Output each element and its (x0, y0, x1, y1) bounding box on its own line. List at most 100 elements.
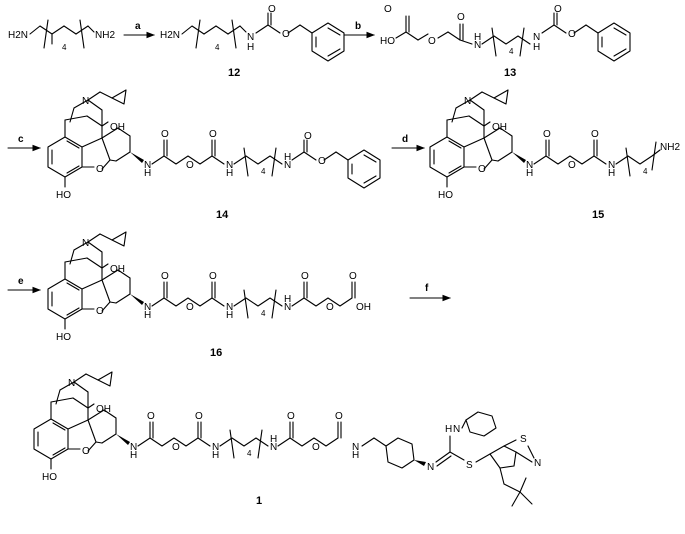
compound-15-structure: N OH O HO N H O O O N H 4 NH2 (429, 89, 680, 201)
atom-label: O (161, 129, 169, 140)
atom-label: N (270, 442, 277, 453)
atom-label: N (247, 32, 254, 43)
atom-label: O (268, 4, 276, 15)
step-b-label: b (355, 21, 361, 32)
atom-label: O (172, 442, 180, 453)
atom-label: O (301, 271, 309, 282)
atom-label: H (608, 168, 615, 179)
atom-label: O (304, 131, 312, 142)
atom-label: H (144, 310, 151, 321)
atom-label: HO (438, 190, 453, 201)
atom-label: N (226, 302, 233, 313)
atom-label: H (474, 32, 481, 43)
atom-label: O (326, 302, 334, 313)
compound-12-label: 12 (228, 67, 240, 79)
atom-label: H (144, 168, 151, 179)
atom-label: N (68, 378, 75, 389)
atom-label: O (543, 129, 551, 140)
atom-label: O (384, 4, 392, 15)
atom-label: O (195, 411, 203, 422)
atom-label: N (284, 160, 291, 171)
step-f-label: f (425, 283, 429, 294)
atom-label: 4 (643, 167, 648, 176)
atom-label: HO (56, 332, 71, 343)
atom-label: S (520, 434, 527, 445)
atom-label: HO (56, 190, 71, 201)
atom-label: 4 (261, 309, 266, 318)
atom-label: H (270, 434, 277, 445)
atom-label: HO (42, 472, 57, 483)
h2n-label: H2N (8, 30, 28, 41)
atom-label: O (209, 271, 217, 282)
atom-label: N (284, 302, 291, 313)
compound-14-label: 14 (216, 209, 229, 221)
atom-label: N (226, 160, 233, 171)
atom-label: N (130, 442, 137, 453)
atom-label: O (568, 29, 576, 40)
atom-label: H (212, 450, 219, 461)
atom-label: O (591, 129, 599, 140)
step-c-label: c (18, 134, 24, 145)
atom-label: O (287, 411, 295, 422)
diaminooctane: H2N 4 NH2 (8, 19, 115, 52)
atom-label: O (457, 12, 465, 23)
atom-label: H (533, 42, 540, 53)
atom-label: O (186, 160, 194, 171)
atom-label: OH (110, 264, 125, 275)
step-d-label: d (402, 134, 408, 145)
atom-label: N (464, 96, 471, 107)
atom-label: N (144, 160, 151, 171)
atom-label: N (82, 238, 89, 249)
atom-label: HO (380, 36, 395, 47)
atom-label: O (82, 446, 90, 457)
atom-label: 4 (247, 449, 252, 458)
atom-label: N (352, 442, 359, 453)
compound-13-structure: O HO O O N H 4 N H O O (380, 4, 631, 62)
step-a-label: a (135, 21, 141, 32)
atom-label: H (130, 450, 137, 461)
atom-label: 4 (509, 47, 514, 56)
atom-label: H (226, 310, 233, 321)
atom-label: OH (356, 302, 371, 313)
atom-label: O (554, 4, 562, 15)
atom-label: H (284, 294, 291, 305)
atom-label: N (453, 424, 460, 435)
atom-label: O (312, 442, 320, 453)
atom-label: N (533, 32, 540, 43)
compound-15-label: 15 (592, 209, 604, 221)
atom-label: 4 (215, 43, 220, 52)
atom-label: O (282, 29, 290, 40)
atom-label: H (352, 450, 359, 461)
atom-label: H (445, 424, 452, 435)
compound-14-structure: N OH O HO N H O O O N H 4 N H O O (47, 89, 381, 201)
atom-label: OH (110, 122, 125, 133)
atom-label: N (608, 160, 615, 171)
atom-label: H (226, 168, 233, 179)
nh2-label: NH2 (95, 30, 115, 41)
compound-16-label: 16 (210, 347, 222, 359)
atom-label: H (526, 168, 533, 179)
atom-label: N (427, 462, 434, 473)
compound-13-label: 13 (504, 67, 516, 79)
chain-subscript: 4 (62, 43, 67, 52)
atom-label: OH (96, 404, 111, 415)
atom-label: O (209, 129, 217, 140)
compound-12-structure: H2N 4 N H O O (160, 4, 345, 62)
atom-label: N (212, 442, 219, 453)
atom-label: O (318, 156, 326, 167)
atom-label: N (534, 458, 541, 469)
atom-label: N (526, 160, 533, 171)
atom-label: O (186, 302, 194, 313)
atom-label: O (349, 271, 357, 282)
atom-label: N (474, 40, 481, 51)
atom-label: O (335, 411, 343, 422)
atom-label: N (144, 302, 151, 313)
atom-label: O (478, 164, 486, 175)
compound-1-label: 1 (256, 495, 262, 507)
compound-16-structure: N OH O HO N H O O O N H 4 N H O O O OH (47, 231, 371, 343)
atom-label: N (82, 96, 89, 107)
compound-1-structure: N OH O HO N H O O O N H 4 N H O O O N H (33, 371, 541, 507)
atom-label: O (568, 160, 576, 171)
atom-label: NH2 (660, 142, 680, 153)
